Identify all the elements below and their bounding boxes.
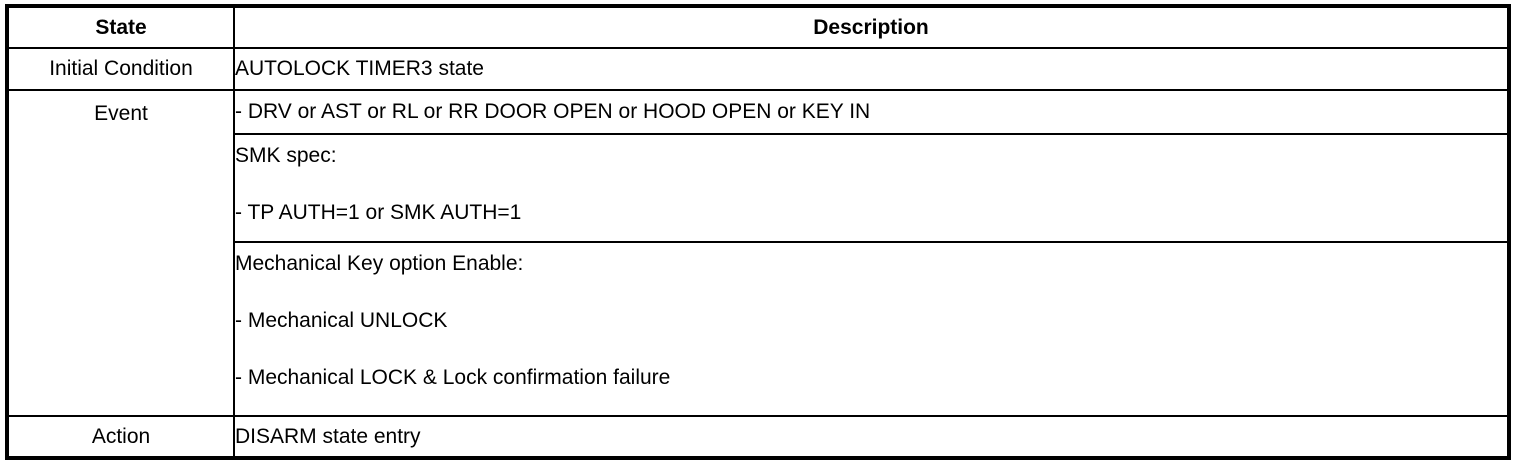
table-header-row: State Description [6, 5, 1510, 49]
row-label-initial-condition: Initial Condition [6, 47, 235, 91]
mechanical-key-heading: Mechanical Key option Enable: [235, 252, 524, 275]
column-header-description: Description [233, 5, 1510, 49]
initial-condition-description: AUTOLOCK TIMER3 state [233, 47, 1510, 91]
event-condition-text: - DRV or AST or RL or RR DOOR OPEN or HO… [235, 100, 871, 123]
smk-spec-condition-text: - TP AUTH=1 or SMK AUTH=1 [235, 201, 522, 224]
column-header-state: State [6, 5, 235, 49]
table-row-initial-condition: Initial Condition AUTOLOCK TIMER3 state [6, 47, 1510, 91]
event-subrow-door-open: - DRV or AST or RL or RR DOOR OPEN or HO… [233, 89, 1510, 135]
table-row-event-mechanical: Mechanical Key option Enable: - Mechanic… [7, 241, 1510, 417]
row-label-event: Event [6, 89, 235, 417]
event-subrow-smk-spec: SMK spec: - TP AUTH=1 or SMK AUTH=1 [233, 133, 1510, 243]
smk-spec-heading: SMK spec: [235, 144, 337, 167]
row-label-action: Action [6, 415, 235, 459]
event-subrow-mechanical-key: Mechanical Key option Enable: - Mechanic… [233, 241, 1510, 417]
action-description: DISARM state entry [233, 415, 1510, 459]
state-description-table: State Description Initial Condition AUTO… [5, 4, 1511, 460]
table-row-event-smk: SMK spec: - TP AUTH=1 or SMK AUTH=1 [7, 133, 1510, 243]
mechanical-unlock-text: - Mechanical UNLOCK [235, 309, 448, 332]
table-row-action: Action DISARM state entry [6, 415, 1510, 459]
table-row-event: Event - DRV or AST or RL or RR DOOR OPEN… [6, 89, 1510, 417]
mechanical-lock-text: - Mechanical LOCK & Lock confirmation fa… [235, 366, 671, 389]
